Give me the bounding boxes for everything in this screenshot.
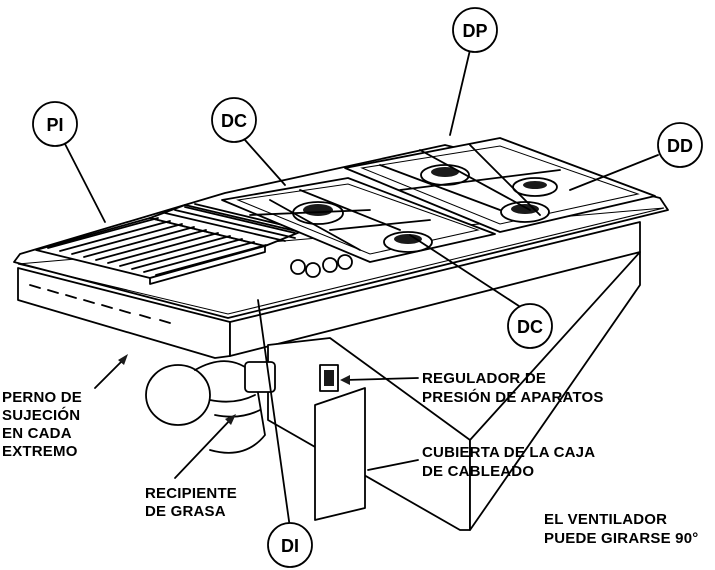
middle-burner-module [221,177,496,263]
leader-lines [63,49,659,529]
callout-dd-text: DD [667,136,693,156]
label-grease-line-2: DE GRASA [145,503,226,520]
callout-dp: DP [452,7,498,53]
callout-dc-top-text: DC [221,111,247,131]
label-fan-line-2: PUEDE GIRARSE 90° [544,530,698,547]
callout-dc-bottom: DC [507,303,553,349]
callout-dc-bottom-text: DC [517,317,543,337]
label-regulator: REGULADOR DE PRESIÓN DE APARATOS [422,370,604,406]
label-wiring-line-1: CUBIERTA DE LA CAJA [422,444,595,461]
label-bolt: PERNO DE SUJECIÓN EN CADA EXTREMO [2,389,82,460]
right-burner-module [344,137,656,233]
callout-pi: PI [32,101,78,147]
front-vent-slots [29,284,171,324]
label-fan: EL VENTILADOR PUEDE GIRARSE 90° [544,511,698,547]
label-wiring-line-2: DE CABLEADO [422,463,534,480]
grill-grate [35,203,301,285]
label-bolt-line-3: EN CADA [2,425,72,442]
callout-dd: DD [657,122,703,168]
label-bolt-line-2: SUJECIÓN [2,406,80,424]
wiring-box-cover [314,364,366,521]
label-regulator-line-1: REGULADOR DE [422,370,546,387]
label-bolt-line-4: EXTREMO [2,443,78,460]
label-fan-line-1: EL VENTILADOR [544,511,667,528]
callout-dp-text: DP [462,21,487,41]
label-grease-line-1: RECIPIENTE [145,485,237,502]
label-regulator-line-2: PRESIÓN DE APARATOS [422,388,604,406]
label-wiring: CUBIERTA DE LA CAJA DE CABLEADO [422,444,595,480]
callout-di-text: DI [281,536,299,556]
blower-fan [145,360,276,454]
callout-di: DI [267,522,313,568]
callout-dc-top: DC [211,97,257,143]
label-bolt-line-1: PERNO DE [2,389,82,406]
label-grease: RECIPIENTE DE GRASA [145,485,237,520]
callout-pi-text: PI [46,115,63,135]
